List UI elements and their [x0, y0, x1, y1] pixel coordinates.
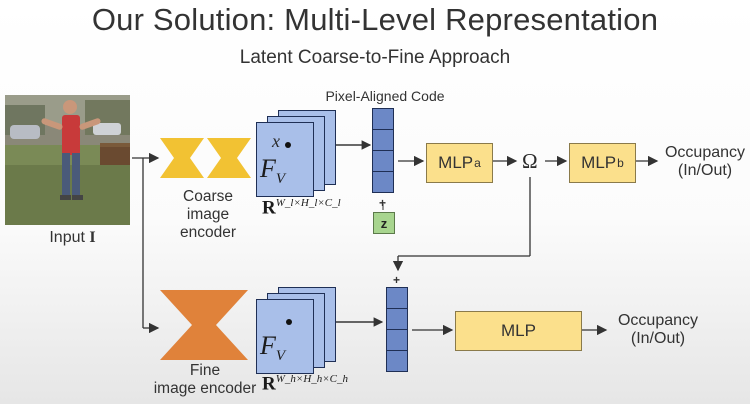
fine-feature-symbol: FV	[260, 331, 285, 365]
input-image	[5, 95, 130, 225]
omega-symbol: Ω	[522, 149, 538, 173]
mlp-a-sub: a	[474, 156, 481, 170]
fine-encoder-label-line1: Fine	[189, 362, 221, 379]
coarse-output-line1: Occupancy	[664, 144, 746, 161]
coarse-encoder-label-line2: image encoder	[179, 206, 236, 241]
coarse-point-dot	[285, 142, 291, 148]
fine-code-cell	[386, 350, 408, 372]
coarse-plus-sign: +	[379, 196, 387, 210]
fine-code-cell	[386, 329, 408, 351]
mlp-a-label: MLP	[438, 153, 474, 172]
fine-code-cell	[386, 287, 408, 309]
input-label: Input I	[30, 229, 115, 247]
coarse-encoder-shape-right	[207, 138, 251, 178]
coarse-occupancy-output: Occupancy (In/Out)	[660, 144, 750, 180]
coarse-feature-F: F	[260, 154, 276, 183]
input-label-text: Input	[49, 229, 85, 246]
fine-dim-base: R	[262, 373, 276, 395]
coarse-encoder-label: Coarse image encoder	[158, 188, 258, 242]
fine-plus-sign: +	[393, 273, 401, 287]
fine-point-dot	[286, 319, 292, 325]
coarse-code-vector	[372, 108, 394, 193]
pixel-aligned-code-label: Pixel-Aligned Code	[325, 88, 445, 104]
coarse-dim-sup: W_l×H_l×C_l	[275, 197, 341, 209]
slide-title: Our Solution: Multi-Level Representation	[91, 2, 659, 37]
coarse-dim-base: R	[262, 197, 276, 219]
z-latent-box: z	[373, 212, 395, 234]
slide-subtitle: Latent Coarse-to-Fine Approach	[239, 47, 511, 68]
coarse-code-cell	[372, 150, 394, 172]
fine-feature-F: F	[260, 331, 276, 360]
fine-mlp-box: MLP	[455, 311, 582, 351]
coarse-encoder-label-line1: Coarse	[183, 188, 233, 205]
coarse-code-cell	[372, 108, 394, 130]
fine-dimension: RW_h×H_h×C_h	[262, 373, 348, 395]
fine-feature-sub: V	[275, 348, 286, 365]
fine-encoder-shape	[160, 290, 248, 360]
fine-mlp-label: MLP	[501, 321, 536, 340]
coarse-encoder-shape-left	[160, 138, 204, 178]
fine-encoder	[160, 290, 248, 360]
fine-output-line2: (In/Out)	[630, 330, 686, 347]
coarse-point-label: x	[272, 131, 280, 151]
input-symbol: I	[89, 229, 96, 246]
coarse-code-cell	[372, 129, 394, 151]
coarse-dimension: RW_l×H_l×C_l	[262, 197, 341, 219]
fine-feature-map-front	[256, 299, 314, 374]
fine-encoder-label: Fine image encoder	[150, 362, 260, 398]
fine-occupancy-output: Occupancy (In/Out)	[608, 312, 708, 348]
coarse-feature-sub: V	[275, 171, 286, 188]
coarse-output-line2: (In/Out)	[677, 162, 733, 179]
fine-output-line1: Occupancy	[617, 312, 699, 329]
coarse-feature-map-front	[256, 122, 314, 197]
fine-code-cell	[386, 308, 408, 330]
coarse-code-cell	[372, 171, 394, 193]
coarse-feature-symbol: FV	[260, 154, 285, 188]
mlp-b-sub: b	[617, 156, 624, 170]
fine-dim-sup: W_h×H_h×C_h	[275, 373, 349, 385]
fine-encoder-label-line2: image encoder	[153, 380, 257, 397]
fine-code-vector	[386, 287, 408, 372]
mlp-b-label: MLP	[581, 153, 617, 172]
z-latent-label: z	[380, 215, 388, 231]
coarse-encoder	[160, 138, 251, 178]
